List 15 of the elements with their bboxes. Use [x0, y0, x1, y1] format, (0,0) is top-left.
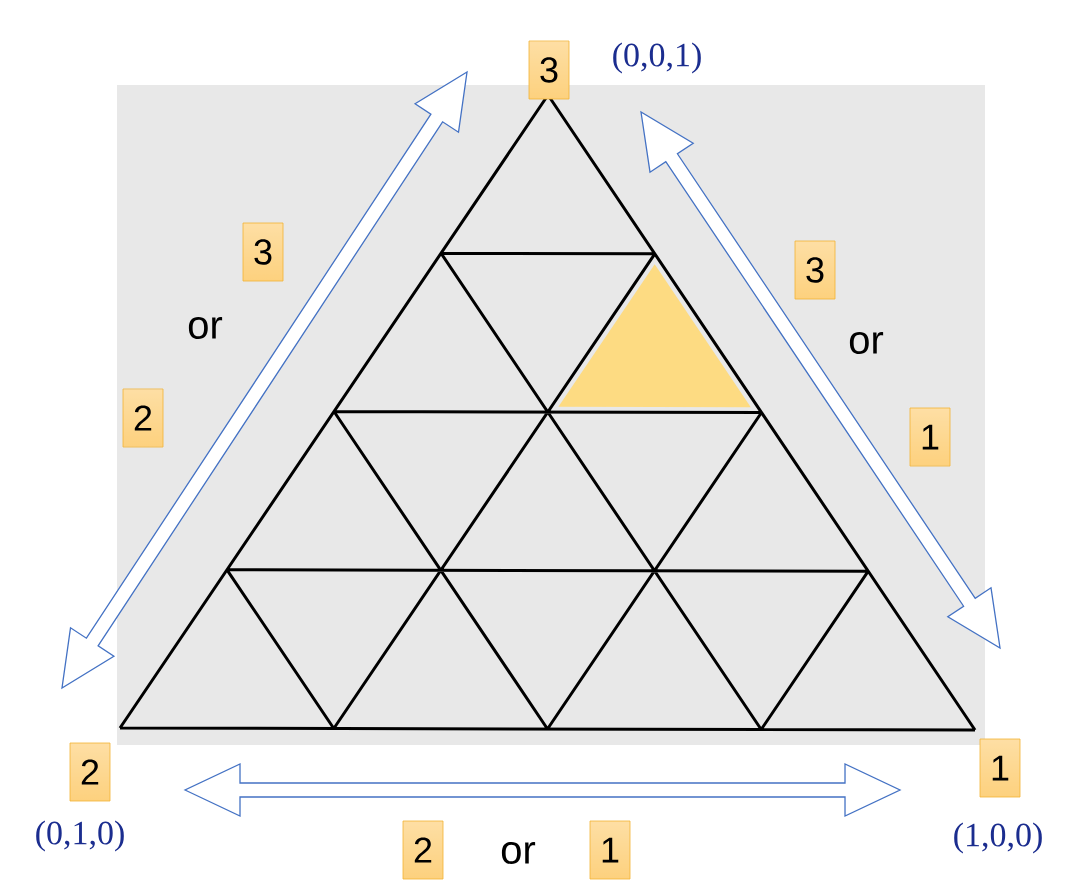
number-box: 1 [909, 407, 951, 467]
number-box: 2 [122, 388, 164, 448]
number-box: 1 [979, 738, 1021, 798]
coordinate-label: (1,0,0) [954, 822, 1042, 854]
coordinate-label: (0,0,1) [613, 42, 701, 74]
number-box: 2 [69, 742, 111, 802]
number-box: 1 [589, 820, 631, 880]
connective-text: or [849, 332, 884, 354]
number-box: 3 [528, 40, 570, 100]
number-box: 3 [794, 240, 836, 300]
connective-text: or [501, 842, 536, 864]
number-box: 2 [402, 820, 444, 880]
connective-text: or [188, 317, 223, 339]
number-box: 3 [242, 222, 284, 282]
coordinate-label: (0,1,0) [36, 820, 124, 852]
